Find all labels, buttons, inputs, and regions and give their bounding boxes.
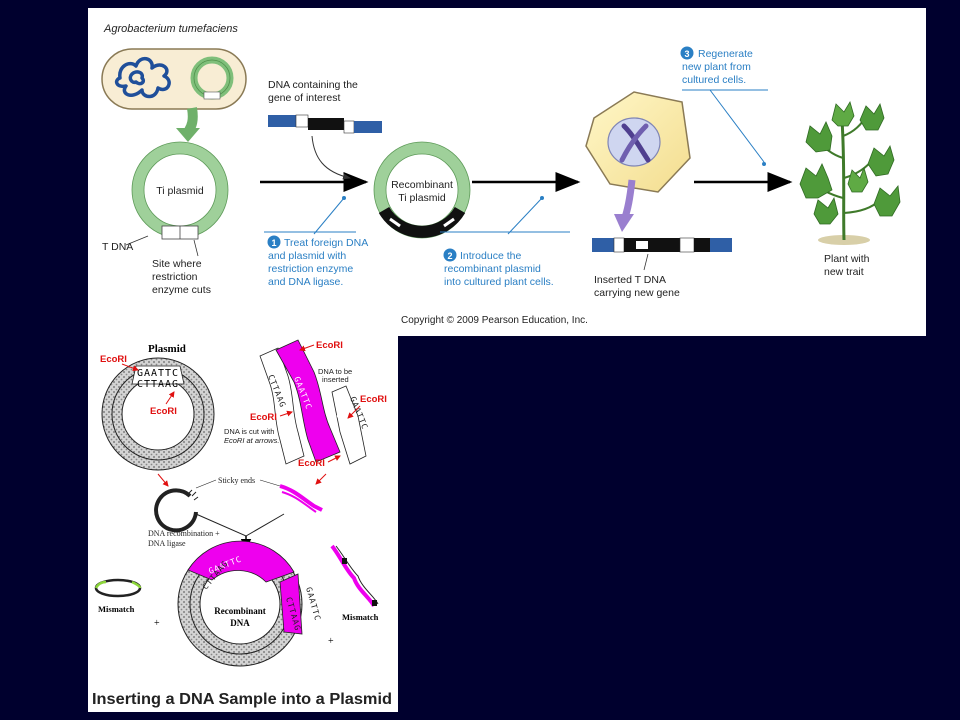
dna-gene-label-2: gene of interest xyxy=(268,92,340,104)
recombination-label-2: DNA ligase xyxy=(148,539,186,548)
plasmid-title: Plasmid xyxy=(148,343,186,355)
ecori-label-1: EcoRI xyxy=(100,354,127,365)
bacterium-cell xyxy=(101,48,247,110)
organism-label: Agrobacterium tumefaciens xyxy=(103,23,238,35)
step-1-line-2: and plasmid with xyxy=(268,250,346,262)
svg-text:3: 3 xyxy=(684,49,689,59)
t-dna-label: T DNA xyxy=(102,241,133,253)
recombinant-label: Recombinant xyxy=(214,606,266,616)
inserted-t-dna xyxy=(592,237,732,253)
regenerated-plant xyxy=(799,101,901,245)
recombinant-label-2: Ti plasmid xyxy=(398,192,446,204)
dna-gene-label-1: DNA containing the xyxy=(268,79,358,91)
step-3-line-1: Regenerate xyxy=(698,48,753,60)
dna-label: DNA xyxy=(230,618,250,628)
plant-label-1: Plant with xyxy=(824,253,870,265)
cut-note-2: EcoRI at arrows. xyxy=(224,436,279,445)
recombinant-insert xyxy=(187,540,295,583)
step-3-line-3: cultured cells. xyxy=(682,74,746,86)
caption: Inserting a DNA Sample into a Plasmid xyxy=(92,691,392,708)
plasmid-seq-bottom: CTTAAG xyxy=(137,379,179,390)
step-1-badge xyxy=(267,235,281,249)
ecori-label-5: EcoRI xyxy=(360,394,387,405)
mismatch-insert xyxy=(330,544,379,608)
cut-insert-fragment xyxy=(279,484,323,512)
insert-dna-strand-left xyxy=(259,347,305,465)
insert-dna-label-2: inserted xyxy=(322,375,349,384)
cut-note-1: DNA is cut with xyxy=(224,427,274,436)
step-2-badge xyxy=(443,248,457,262)
recombinant-label-1: Recombinant xyxy=(391,179,453,191)
bacterial-chromosome xyxy=(114,56,171,99)
plus-2: + xyxy=(328,636,334,647)
ti-plasmid-label: Ti plasmid xyxy=(156,185,204,197)
sticky-ends-label: Sticky ends xyxy=(218,476,255,485)
step-3-badge xyxy=(680,46,694,60)
step-3-line-2: new plant from xyxy=(682,61,751,73)
ecori-label-4: EcoRI xyxy=(250,412,277,423)
insert-dna-label-1: DNA to be xyxy=(318,367,352,376)
site-label-3: enzyme cuts xyxy=(152,284,211,296)
plant-label-2: new trait xyxy=(824,266,864,278)
insert-dna-magenta xyxy=(275,339,341,463)
mismatch-label-2: Mismatch xyxy=(342,612,379,622)
plasmid-seq-top: GAATTC xyxy=(137,368,179,379)
site-label-1: Site where xyxy=(152,258,202,270)
step-2-line-1: Introduce the xyxy=(460,250,521,262)
step-1-line-4: and DNA ligase. xyxy=(268,276,343,288)
inserted-t-dna-label-1: Inserted T DNA xyxy=(594,274,666,286)
inserted-t-dna-label-2: carrying new gene xyxy=(594,287,680,299)
mismatch-label-1: Mismatch xyxy=(98,604,135,614)
ecori-label-2: EcoRI xyxy=(150,406,177,417)
site-label-2: restriction xyxy=(152,271,198,283)
ecori-label-3: EcoRI xyxy=(316,340,343,351)
svg-text:1: 1 xyxy=(271,238,276,248)
opened-plasmid xyxy=(154,488,198,533)
ecori-label-6: EcoRI xyxy=(298,458,325,469)
step-2-line-2: recombinant plasmid xyxy=(444,263,541,275)
svg-text:2: 2 xyxy=(447,251,452,261)
copyright: Copyright © 2009 Pearson Education, Inc. xyxy=(401,315,588,326)
recombination-label-1: DNA recombination + xyxy=(148,529,220,538)
insert-dna-strand-right xyxy=(331,385,367,465)
plus-1: + xyxy=(154,618,160,629)
step-2-line-3: into cultured plant cells. xyxy=(444,276,554,288)
step-1-line-1: Treat foreign DNA xyxy=(284,237,368,249)
step-1-line-3: restriction enzyme xyxy=(268,263,353,275)
plasmid-insertion-diagram: Plasmid GAATTC CTTAAG EcoRI EcoRI GAATTC… xyxy=(88,336,398,712)
foreign-dna-fragment xyxy=(268,114,382,134)
agrobacterium-diagram: Agrobacterium tumefaciens Ti plasmid T D… xyxy=(88,8,926,336)
